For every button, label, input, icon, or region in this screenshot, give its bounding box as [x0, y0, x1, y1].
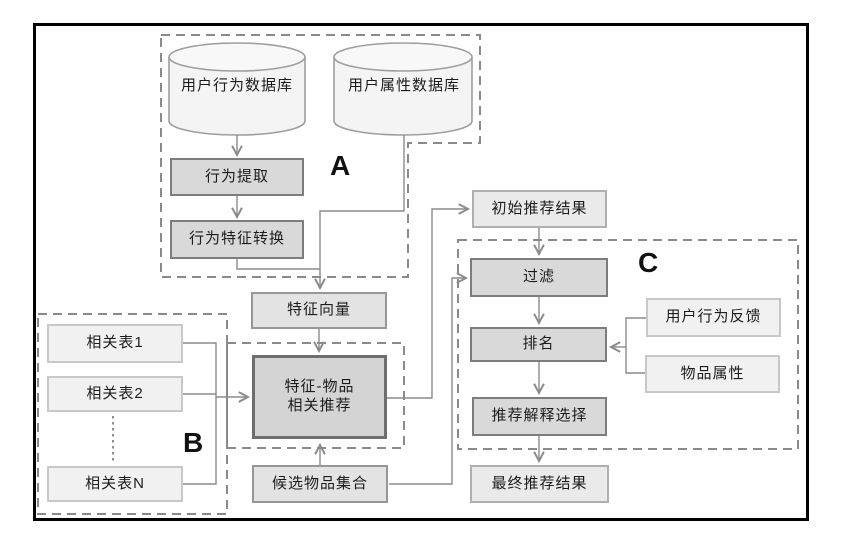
database-cylinder-user-attribute — [333, 42, 473, 136]
node-related-table-2: 相关表2 — [47, 376, 183, 412]
conn-featureitem-to-initial — [387, 203, 471, 399]
node-filter-label: 过滤 — [522, 268, 555, 286]
conn-conversion-merge — [236, 259, 320, 270]
node-ranking: 排名 — [470, 327, 607, 362]
conn-candidates-to-filter — [389, 272, 469, 485]
node-user-behavior-feedback-label: 用户行为反馈 — [665, 308, 762, 326]
node-feature-vector: 特征向量 — [251, 292, 387, 329]
region-a-outline — [160, 34, 481, 278]
database-cylinder-user-behavior — [168, 42, 306, 136]
node-user-behavior-feedback: 用户行为反馈 — [646, 298, 781, 337]
node-explanation-selection-label: 推荐解释选择 — [491, 407, 588, 425]
region-c-outline — [457, 239, 799, 450]
node-final-results: 最终推荐结果 — [470, 465, 609, 503]
node-behavior-extraction: 行为提取 — [170, 158, 304, 196]
outer-frame — [33, 23, 809, 521]
node-user-attribute-db: 用户属性数据库 — [336, 71, 472, 101]
node-behavior-feature-conversion-label: 行为特征转换 — [188, 230, 285, 248]
feature-item-outline — [226, 342, 405, 449]
region-b-outline — [37, 313, 228, 515]
node-initial-results-label: 初始推荐结果 — [491, 199, 588, 217]
node-ranking-label: 排名 — [522, 335, 555, 353]
node-candidate-item-set: 候选物品集合 — [252, 465, 388, 503]
node-feature-item-recommendation: 特征-物品 相关推荐 — [252, 355, 387, 439]
node-related-table-n: 相关表N — [47, 466, 183, 502]
node-initial-results: 初始推荐结果 — [472, 190, 607, 228]
node-behavior-feature-conversion: 行为特征转换 — [170, 220, 304, 259]
conn-relatedtables-collector — [183, 342, 217, 485]
region-b-label: B — [183, 427, 204, 458]
node-explanation-selection: 推荐解释选择 — [472, 397, 607, 436]
node-user-behavior-db: 用户行为数据库 — [170, 71, 304, 101]
node-item-attributes-label: 物品属性 — [680, 364, 745, 382]
node-related-table-n-label: 相关表N — [85, 474, 145, 492]
region-a-label: A — [330, 150, 351, 181]
node-final-results-label: 最终推荐结果 — [491, 474, 588, 492]
node-feature-vector-label: 特征向量 — [286, 301, 351, 319]
node-item-attributes: 物品属性 — [645, 355, 780, 393]
node-related-table-1-label: 相关表1 — [86, 334, 144, 352]
conn-attributedb-to-featurevector — [314, 135, 405, 291]
node-filter: 过滤 — [470, 258, 608, 297]
node-behavior-extraction-label: 行为提取 — [204, 167, 269, 185]
node-feature-item-line2: 相关推荐 — [287, 397, 352, 414]
node-candidate-item-set-label: 候选物品集合 — [271, 474, 368, 492]
conn-feedback-attributes-bracket — [625, 317, 646, 374]
node-related-table-1: 相关表1 — [47, 324, 183, 363]
node-related-table-2-label: 相关表2 — [86, 384, 144, 402]
region-c-label: C — [638, 247, 659, 278]
node-feature-item-line1: 特征-物品 — [284, 378, 355, 396]
node-user-attribute-db-label: 用户属性数据库 — [347, 76, 460, 94]
node-user-behavior-db-label: 用户行为数据库 — [180, 76, 293, 94]
